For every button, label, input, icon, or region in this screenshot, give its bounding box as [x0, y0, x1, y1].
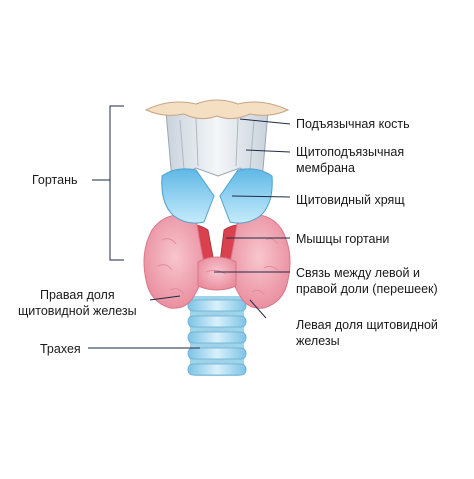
- label-thyrohyoid-line2: мембрана: [296, 161, 355, 175]
- hyoid-bone: [144, 99, 290, 120]
- label-trachea: Трахея: [40, 341, 81, 357]
- label-isthmus-line2: правой доли (перешеек): [296, 282, 438, 296]
- pointer-cartilage: [231, 195, 291, 198]
- thyroid-gland: [143, 214, 291, 309]
- label-right-lobe: Правая доля щитовидной железы: [18, 287, 137, 319]
- label-isthmus: Связь между левой и правой доли (перешее…: [296, 265, 438, 297]
- label-left-lobe: Левая доля щитовидной железы: [296, 317, 438, 349]
- label-hyoid-bone-text: Подъязычная кость: [296, 117, 410, 131]
- label-right-lobe-line1: Правая доля: [40, 288, 115, 302]
- label-left-lobe-line2: железы: [296, 334, 340, 348]
- label-larynx-text: Гортань: [32, 173, 78, 187]
- left-lobe: [227, 214, 291, 309]
- right-lobe: [143, 214, 207, 309]
- pointer-lines: [88, 105, 291, 349]
- label-thyroid-cartilage: Щитовидный хрящ: [296, 192, 405, 208]
- label-left-lobe-line1: Левая доля щитовидной: [296, 318, 438, 332]
- label-isthmus-line1: Связь между левой и: [296, 266, 420, 280]
- pointer-right-lobe: [149, 295, 181, 301]
- label-trachea-text: Трахея: [40, 342, 81, 356]
- label-larynx: Гортань: [32, 172, 78, 188]
- label-thyrohyoid-membrane: Щитоподъязычная мембрана: [296, 144, 404, 176]
- label-right-lobe-line2: щитовидной железы: [18, 304, 137, 318]
- pointer-left-lobe: [249, 299, 267, 319]
- larynx-bracket: [109, 105, 124, 261]
- pointer-hyoid: [239, 118, 291, 125]
- label-hyoid-bone: Подъязычная кость: [296, 116, 410, 132]
- pointer-membrane: [245, 149, 291, 153]
- label-laryngeal-muscles-text: Мышцы гортани: [296, 232, 390, 246]
- label-thyroid-cartilage-text: Щитовидный хрящ: [296, 193, 405, 207]
- label-laryngeal-muscles: Мышцы гортани: [296, 231, 389, 247]
- trachea: [187, 296, 247, 376]
- isthmus: [197, 256, 237, 291]
- label-thyrohyoid-line1: Щитоподъязычная: [296, 145, 405, 159]
